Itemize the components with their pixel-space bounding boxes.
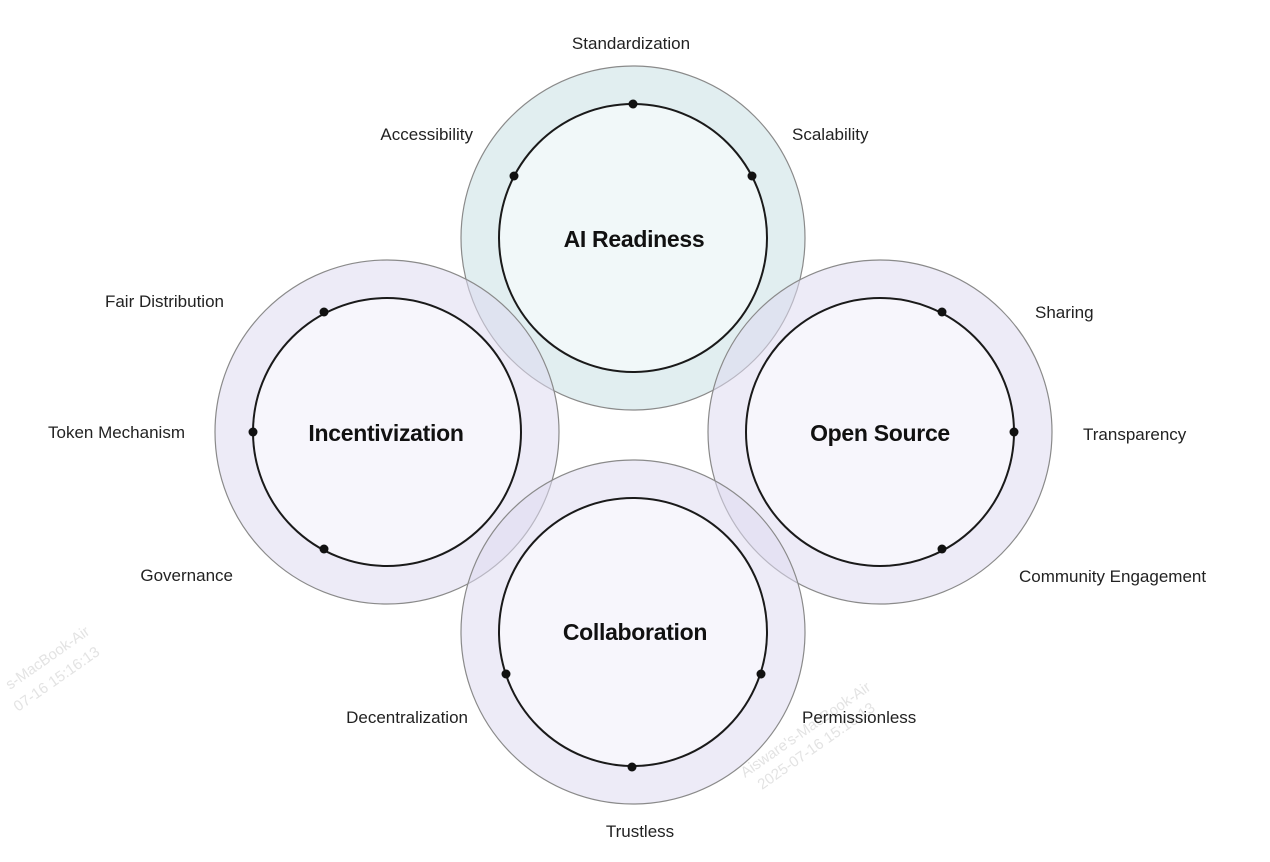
- governance-label: Governance: [140, 566, 233, 585]
- ai-readiness-title: AI Readiness: [564, 226, 705, 252]
- transparency-dot: [1009, 427, 1019, 437]
- scalability-dot: [747, 171, 757, 181]
- node-dots: [248, 99, 1019, 772]
- incentivization-title: Incentivization: [308, 420, 463, 446]
- sharing-dot: [937, 307, 947, 317]
- permissionless-dot: [756, 669, 766, 679]
- decentralization-dot: [501, 669, 511, 679]
- sharing-label: Sharing: [1035, 303, 1094, 322]
- governance-dot: [319, 544, 329, 554]
- fair-distribution-dot: [319, 307, 329, 317]
- inner-circles: [252, 103, 1015, 767]
- standardization-label: Standardization: [572, 34, 690, 53]
- trustless-dot: [627, 762, 637, 772]
- token-mechanism-dot: [248, 427, 258, 437]
- center-titles: AI Readiness Incentivization Open Source…: [308, 226, 950, 645]
- satellite-labels: Standardization Accessibility Scalabilit…: [48, 34, 1206, 841]
- transparency-label: Transparency: [1083, 425, 1187, 444]
- trustless-label: Trustless: [606, 822, 674, 841]
- accessibility-dot: [509, 171, 519, 181]
- token-mechanism-label: Token Mechanism: [48, 423, 185, 442]
- standardization-dot: [628, 99, 638, 109]
- permissionless-label: Permissionless: [802, 708, 916, 727]
- community-engagement-label: Community Engagement: [1019, 567, 1206, 586]
- open-source-title: Open Source: [810, 420, 950, 446]
- decentralization-label: Decentralization: [346, 708, 468, 727]
- scalability-label: Scalability: [792, 125, 869, 144]
- fair-distribution-label: Fair Distribution: [105, 292, 224, 311]
- accessibility-label: Accessibility: [380, 125, 473, 144]
- community-engagement-dot: [937, 544, 947, 554]
- collaboration-title: Collaboration: [563, 619, 707, 645]
